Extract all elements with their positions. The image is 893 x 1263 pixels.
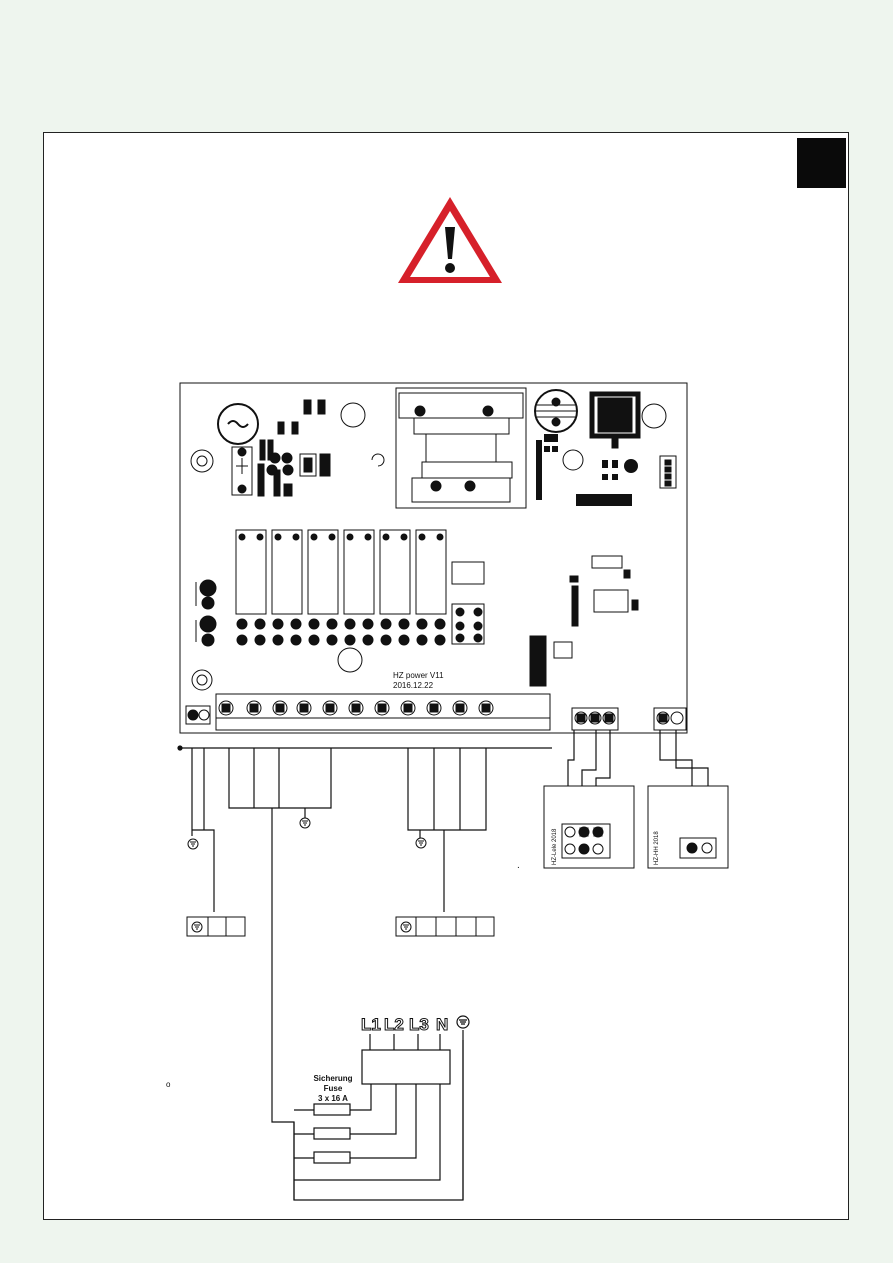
small-circle-mark: o — [166, 1080, 171, 1089]
left-fuses — [195, 579, 217, 647]
fuse-title: Sicherung — [313, 1074, 352, 1083]
dot-mark: . — [517, 860, 520, 871]
earth-symbol-supply — [456, 1015, 470, 1029]
buzzer — [534, 389, 578, 433]
earth-symbol-left — [187, 838, 199, 850]
terminal-module-a — [571, 707, 619, 731]
mounting-hole-tl — [190, 449, 214, 473]
relay-right — [451, 561, 485, 645]
terminal-module-b — [653, 707, 687, 731]
supply-wiring — [293, 1030, 464, 1200]
test-point — [371, 453, 385, 467]
module-b — [647, 785, 729, 869]
supply-label-l3: L3 — [409, 1015, 429, 1034]
terminal-small-left — [185, 705, 211, 725]
terminal-box-large — [395, 916, 495, 937]
mounting-hole — [641, 403, 667, 429]
warning-triangle-icon — [398, 197, 502, 283]
supply-label-l1: L1 — [361, 1015, 381, 1034]
fuse-rating: 3 x 16 A — [318, 1094, 348, 1103]
connector-4pin — [659, 455, 677, 489]
fuse-subtitle: Fuse — [324, 1084, 343, 1093]
capacitor-large — [217, 403, 259, 445]
smd-parts — [536, 434, 638, 506]
earth-symbol-mid — [299, 817, 311, 829]
terminal-strip — [215, 693, 551, 731]
mounting-hole — [337, 647, 363, 673]
pcb-model-label: HZ power V11 — [393, 671, 444, 680]
supply-label-l2: L2 — [384, 1015, 404, 1034]
relay-bank — [235, 529, 447, 646]
rectifier-block — [231, 399, 331, 497]
mounting-hole-bl — [191, 669, 213, 691]
pcb-date-label: 2016.12.22 — [393, 681, 434, 690]
module-b-label: HZ-HH 2018 — [654, 831, 660, 865]
module-a-label: HZ-Lele 2018 — [552, 828, 558, 865]
module-a — [543, 785, 635, 869]
ic-chips — [529, 555, 639, 687]
supply-label-n: N — [436, 1015, 448, 1034]
earth-symbol-right — [415, 837, 427, 849]
section-tab — [797, 138, 846, 188]
mounting-hole — [340, 402, 366, 428]
transformer — [395, 387, 527, 509]
terminal-box-small — [186, 916, 246, 937]
microcontroller — [589, 391, 641, 449]
mounting-hole — [562, 449, 584, 471]
